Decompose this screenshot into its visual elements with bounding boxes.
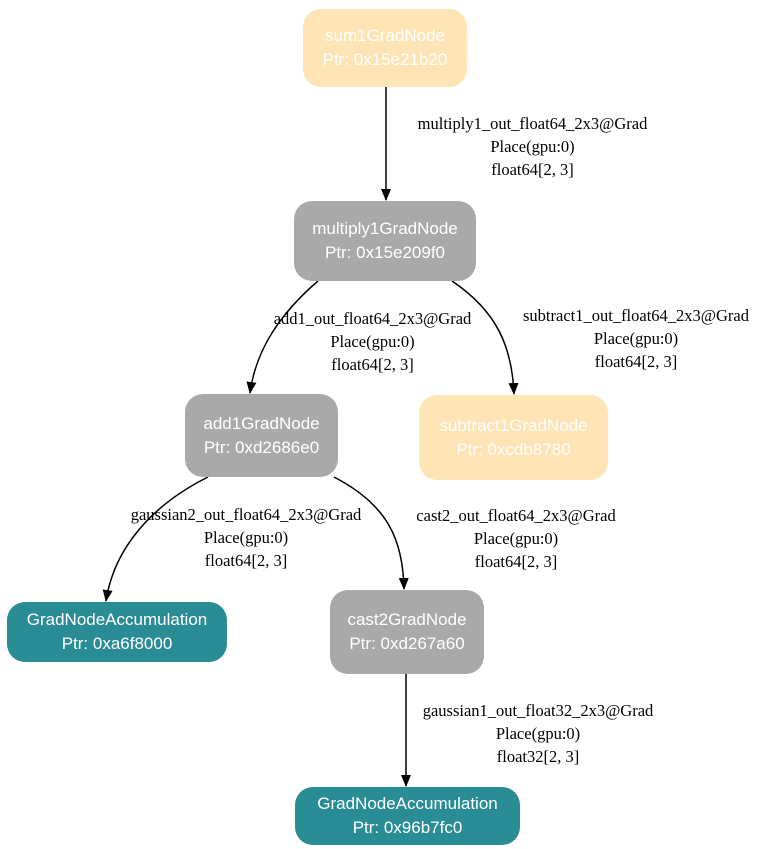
node-label: multiply1GradNode xyxy=(312,219,458,238)
edge-label-cast2-out: cast2_out_float64_2x3@Grad Place(gpu:0) … xyxy=(400,504,632,573)
edge-tensor-name: cast2_out_float64_2x3@Grad xyxy=(416,506,616,525)
edge-tensor-name: subtract1_out_float64_2x3@Grad xyxy=(523,306,749,325)
node-ptr: Ptr: 0xd267a60 xyxy=(349,634,465,653)
node-label: GradNodeAccumulation xyxy=(317,794,498,813)
node-add1gradnode: add1GradNode Ptr: 0xd2686e0 xyxy=(185,394,338,477)
edge-label-subtract1-out: subtract1_out_float64_2x3@Grad Place(gpu… xyxy=(505,304,767,373)
node-ptr: Ptr: 0xa6f8000 xyxy=(61,634,173,653)
edge-label-gaussian2-out: gaussian2_out_float64_2x3@Grad Place(gpu… xyxy=(112,503,380,572)
edge-tensor-name: add1_out_float64_2x3@Grad xyxy=(273,309,472,328)
edge-tensor-name: gaussian1_out_float32_2x3@Grad xyxy=(422,701,654,720)
edge-dtype: float64[2, 3] xyxy=(491,160,574,179)
node-ptr: Ptr: 0xcdb8780 xyxy=(456,439,571,459)
edge-label-multiply1-out: multiply1_out_float64_2x3@Grad Place(gpu… xyxy=(390,112,675,181)
node-ptr: Ptr: 0x96b7fc0 xyxy=(352,818,463,837)
edge-label-gaussian1-out: gaussian1_out_float32_2x3@Grad Place(gpu… xyxy=(406,699,670,768)
node-subtract1gradnode: subtract1GradNode Ptr: 0xcdb8780 xyxy=(419,395,608,480)
node-label: cast2GradNode xyxy=(347,610,467,629)
edge-dtype: float64[2, 3] xyxy=(331,355,414,374)
node-cast2gradnode: cast2GradNode Ptr: 0xd267a60 xyxy=(330,590,484,674)
edge-place: Place(gpu:0) xyxy=(593,329,679,348)
edge-tensor-name: multiply1_out_float64_2x3@Grad xyxy=(417,114,648,133)
edge-place: Place(gpu:0) xyxy=(473,529,559,548)
node-multiply1gradnode: multiply1GradNode Ptr: 0x15e209f0 xyxy=(294,201,476,281)
edge-dtype: float64[2, 3] xyxy=(594,352,678,371)
edge-dtype: float64[2, 3] xyxy=(474,552,558,571)
node-label: add1GradNode xyxy=(203,413,320,433)
node-ptr: Ptr: 0xd2686e0 xyxy=(203,437,320,457)
edge-tensor-name: gaussian2_out_float64_2x3@Grad xyxy=(130,505,362,524)
node-sum1gradnode: sum1GradNode Ptr: 0x15e21b20 xyxy=(303,9,467,87)
edge-place: Place(gpu:0) xyxy=(330,332,415,351)
edge-dtype: float32[2, 3] xyxy=(496,747,580,766)
node-gradnodeaccumulation-left: GradNodeAccumulation Ptr: 0xa6f8000 xyxy=(7,602,227,662)
node-label: GradNodeAccumulation xyxy=(26,610,208,629)
edge-dtype: float64[2, 3] xyxy=(204,551,288,570)
edge-label-add1-out: add1_out_float64_2x3@Grad Place(gpu:0) f… xyxy=(255,307,490,376)
node-label: sum1GradNode xyxy=(324,26,445,45)
node-gradnodeaccumulation-bottom: GradNodeAccumulation Ptr: 0x96b7fc0 xyxy=(295,787,520,845)
edge-place: Place(gpu:0) xyxy=(203,528,289,547)
node-ptr: Ptr: 0x15e209f0 xyxy=(324,243,446,262)
edge-place: Place(gpu:0) xyxy=(495,724,581,743)
edge-place: Place(gpu:0) xyxy=(490,137,575,156)
node-ptr: Ptr: 0x15e21b20 xyxy=(322,50,448,69)
node-label: subtract1GradNode xyxy=(439,415,588,435)
